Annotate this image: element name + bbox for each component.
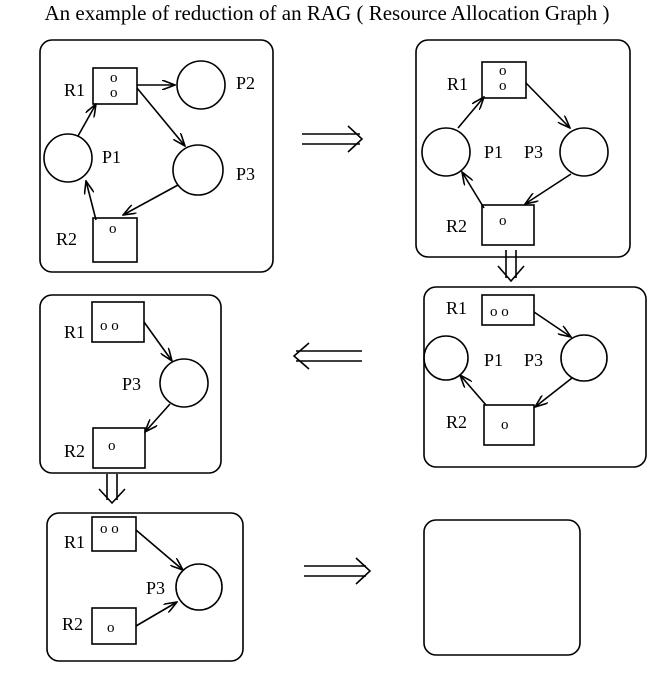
label-r2: R2 (64, 441, 85, 461)
edge-r1-p3 (136, 87, 185, 146)
label-r1: R1 (64, 322, 85, 342)
edge-r1-p3 (525, 82, 570, 128)
edge-r1-p3 (135, 529, 183, 570)
resource-r1-node (481, 61, 527, 99)
r1-instances: o o (100, 318, 119, 334)
r1-instances: o o (490, 304, 509, 320)
process-p1-node (423, 335, 469, 381)
label-p2: P2 (236, 73, 255, 93)
panel-6-frame (423, 519, 581, 656)
edge-r2-p1 (460, 375, 487, 406)
label-p3: P3 (524, 142, 543, 162)
edge-p3-r2 (123, 184, 179, 215)
label-p3: P3 (122, 374, 141, 394)
label-r1: R1 (64, 532, 85, 552)
process-p3-node (560, 334, 608, 382)
r1-instance-dot: o (499, 78, 507, 94)
r1-instance-dot: o (110, 85, 118, 101)
panel-2 (415, 39, 631, 258)
label-r1: R1 (447, 74, 468, 94)
process-p3-node (175, 563, 223, 611)
resource-r1-node (91, 516, 137, 552)
resource-r2-node (481, 204, 535, 246)
resource-r1-node (92, 67, 138, 105)
panel-4 (39, 294, 222, 474)
edge-p3-r2 (535, 377, 573, 407)
label-r1: R1 (64, 80, 85, 100)
transition-arrow-left (292, 342, 362, 370)
label-p3: P3 (146, 578, 165, 598)
panel-3-frame (423, 286, 647, 468)
panel-1-frame (39, 39, 274, 273)
r1-instance-dot: o (110, 70, 118, 86)
edge-r2-p3 (135, 602, 177, 627)
panel-5-frame (46, 512, 244, 662)
transition-arrow-right-2 (304, 557, 372, 585)
edge-p1-r1 (457, 97, 484, 129)
edge-p3-r2 (145, 403, 171, 432)
process-p2-node (176, 60, 226, 110)
panel-3 (423, 286, 647, 468)
process-p1-node (43, 133, 93, 183)
r2-instance-dot: o (499, 213, 507, 229)
panel-2-frame (415, 39, 631, 258)
r2-instance-dot: o (108, 438, 116, 454)
transition-arrow-down-1 (497, 250, 525, 283)
r2-instance-dot: o (107, 620, 115, 636)
label-p3: P3 (236, 164, 255, 184)
edge-p3-r2 (525, 173, 572, 204)
r1-instance-dot: o (499, 63, 507, 79)
panel-1 (39, 39, 274, 273)
label-r2: R2 (446, 412, 467, 432)
label-p1: P1 (484, 142, 503, 162)
label-r1: R1 (446, 298, 467, 318)
r2-instance-dot: o (109, 221, 117, 237)
transition-arrow-right-1 (302, 125, 364, 153)
diagram-title: An example of reduction of an RAG ( Reso… (44, 1, 610, 25)
panel-4-frame (39, 294, 222, 474)
process-p3-node (172, 144, 224, 196)
resource-r2-node (92, 427, 146, 469)
edge-r1-p3 (533, 311, 571, 337)
resource-r1-node (481, 294, 535, 326)
label-r2: R2 (446, 216, 467, 236)
r1-instances: o o (100, 521, 119, 537)
process-p3-node (159, 358, 209, 408)
transition-arrow-down-2 (98, 474, 126, 505)
label-r2: R2 (62, 614, 83, 634)
edge-p1-r1 (77, 104, 96, 137)
label-p3: P3 (524, 350, 543, 370)
process-p3-node (559, 127, 609, 177)
edge-r1-p3 (143, 321, 172, 361)
label-p1: P1 (484, 350, 503, 370)
panel-5 (46, 512, 244, 662)
resource-r2-node (92, 217, 138, 263)
edge-r2-p1 (86, 181, 97, 221)
r2-instance-dot: o (501, 417, 509, 433)
process-p1-node (421, 127, 471, 177)
label-r2: R2 (56, 229, 77, 249)
label-p1: P1 (102, 147, 121, 167)
resource-r2-node (483, 404, 535, 446)
edge-r2-p1 (462, 172, 485, 209)
